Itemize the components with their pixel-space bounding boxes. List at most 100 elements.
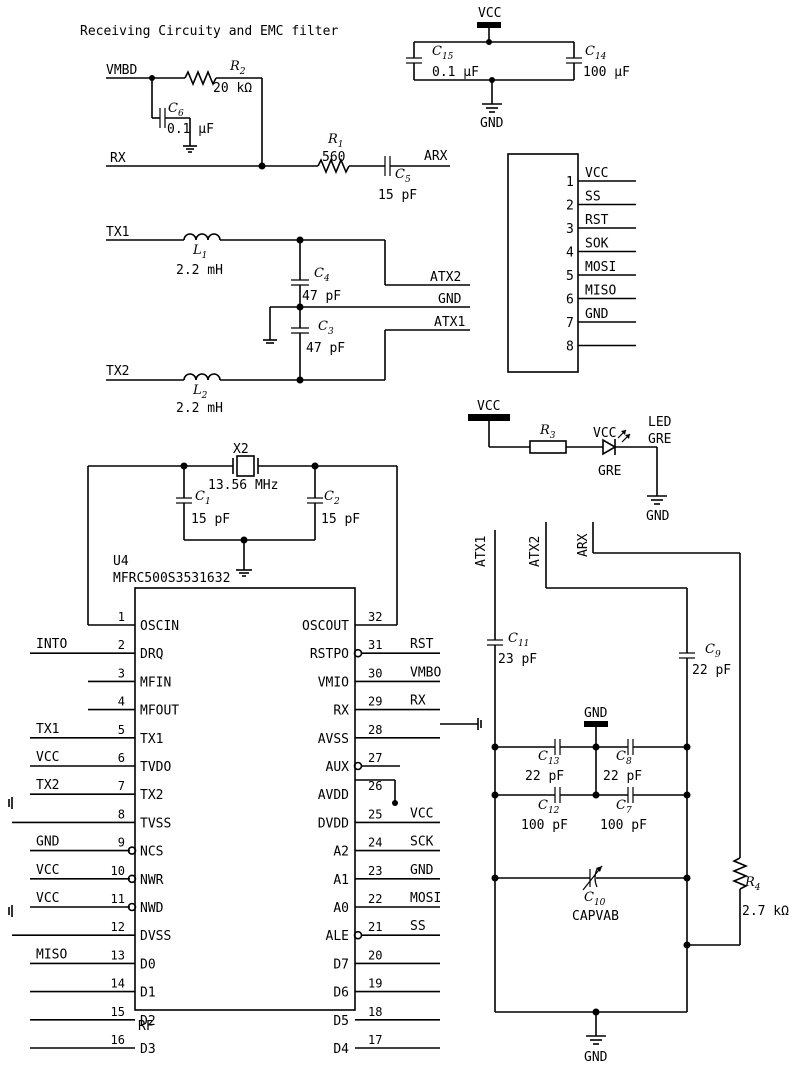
net-label-gnd-mid: GND <box>438 292 462 307</box>
chip-pin-name: NWR <box>140 873 164 888</box>
chip-pin-net: INTO <box>36 637 67 652</box>
chip-pin-number: 31 <box>368 638 382 652</box>
power-decoupling: VCC GND C15 0.1 μF C14 100 μF <box>406 6 630 131</box>
chip-pin-name: AVSS <box>318 732 349 747</box>
net-label-atx1: ATX1 <box>434 315 465 330</box>
chip-pin-name: AVDD <box>318 788 349 803</box>
c1-ref: C1 <box>195 489 211 507</box>
c5-ref: C5 <box>395 167 411 185</box>
gnd-label-match: GND <box>584 706 608 721</box>
chip-pin-net: MISO <box>36 947 67 962</box>
c5-value: 15 pF <box>378 188 417 203</box>
chip-pin-name: DRQ <box>140 647 164 662</box>
chip-pin-number: 10 <box>111 864 125 878</box>
chip-pin-name: D3 <box>140 1042 156 1057</box>
chip-u4: U4 MFRC500S3531632 RF 1OSCIN2DRQINTO3MFI… <box>8 554 482 1057</box>
chip-pin-name: TX2 <box>140 788 163 803</box>
chip-pin-name: TVDO <box>140 760 171 775</box>
l1-value: 2.2 mH <box>176 263 223 278</box>
r2-ref: R2 <box>229 59 246 77</box>
vcc-label-led: VCC <box>477 399 500 414</box>
chip-pin-number: 25 <box>368 807 382 821</box>
chip-pin-name: RX <box>333 704 349 719</box>
c4-ref: C4 <box>314 266 330 284</box>
vcc-label-top: VCC <box>478 6 501 21</box>
chip-pin-name: DVDD <box>318 816 349 831</box>
led-net-label: GRE <box>648 432 671 447</box>
chip-pin-net: TX1 <box>36 722 59 737</box>
c2-ref: C2 <box>324 489 340 507</box>
chip-pin-number: 12 <box>111 920 125 934</box>
chip-pin-number: 23 <box>368 864 382 878</box>
c10-ref: C10 <box>584 890 606 908</box>
c6-value: 0.1 μF <box>167 122 214 137</box>
r4-value: 2.7 kΩ <box>742 904 789 919</box>
crystal-x2 <box>236 455 255 477</box>
gnd-label-led: GND <box>646 509 670 524</box>
net-label-rx: RX <box>110 151 126 166</box>
chip-pin-net: VCC <box>410 806 433 821</box>
connector-pin-number: 7 <box>566 316 574 331</box>
net-label-tx2: TX2 <box>106 364 129 379</box>
led-diode <box>602 438 617 456</box>
c8-value: 22 pF <box>603 769 642 784</box>
chip-pin-net: GND <box>36 835 60 850</box>
c9-ref: C9 <box>705 642 721 660</box>
led-vcc-label: VCC <box>593 426 616 441</box>
connector-pin-label: MOSI <box>585 260 616 275</box>
chip-pin-net: VCC <box>36 891 59 906</box>
chip-pin-number: 21 <box>368 920 382 934</box>
connector-pin-label: SOK <box>585 237 609 252</box>
rx-filter-section: VMBD R2 20 kΩ C6 0.1 μF RX R1 560 ARX <box>106 59 450 203</box>
l2-value: 2.2 mH <box>176 401 223 416</box>
chip-pin-number: 5 <box>118 723 125 737</box>
connector-pin-number: 1 <box>566 175 574 190</box>
c3-ref: C3 <box>318 319 334 337</box>
chip-pin-name: D0 <box>140 957 156 972</box>
c15-value: 0.1 μF <box>432 65 479 80</box>
c2-value: 15 pF <box>321 512 360 527</box>
chip-pin-number: 24 <box>368 836 382 850</box>
chip-pin-name: NWD <box>140 901 164 916</box>
connector-pin-number: 4 <box>566 246 574 261</box>
connector-pin-number: 5 <box>566 269 574 284</box>
c4-value: 47 pF <box>302 289 341 304</box>
resistor-r3 <box>529 440 567 454</box>
c6-ref: C6 <box>168 101 184 119</box>
chip-pin-name: MFOUT <box>140 704 179 719</box>
led-label: LED <box>648 415 672 430</box>
gnd-label-bottom: GND <box>584 1050 608 1065</box>
chip-pin-name: NCS <box>140 845 163 860</box>
chip-pin-number: 7 <box>118 779 125 793</box>
chip-pin-name: MFIN <box>140 675 171 690</box>
connector-pin-label: SS <box>585 190 601 205</box>
chip-pin-number: 20 <box>368 948 382 962</box>
chip-pin-name: TVSS <box>140 816 171 831</box>
chip-pin-net: GND <box>410 863 434 878</box>
connector-pin-label: RST <box>585 213 609 228</box>
chip-pin-number: 1 <box>118 610 125 624</box>
connector-pin-label: GND <box>585 307 609 322</box>
chip-pin-number: 22 <box>368 892 382 906</box>
chip-pin-number: 26 <box>368 779 382 793</box>
chip-pin-name: D2 <box>140 1014 156 1029</box>
c12-value: 100 pF <box>521 818 568 833</box>
c11-ref: C11 <box>508 631 529 649</box>
chip-pin-name: D6 <box>333 986 349 1001</box>
chip-pin-number: 30 <box>368 666 382 680</box>
c1-value: 15 pF <box>191 512 230 527</box>
antenna-matching: ATX1 ATX2 ARX C11 23 pF C9 22 pF R4 2.7 … <box>474 522 789 1065</box>
chip-pin-name: D1 <box>140 986 156 1001</box>
chip-pin-name: OSCOUT <box>302 619 349 634</box>
chip-pin-net: VCC <box>36 863 59 878</box>
atx1-vert-label: ATX1 <box>474 536 489 567</box>
c12-ref: C12 <box>538 798 560 816</box>
chip-pin-name: TX1 <box>140 732 163 747</box>
connector-pin-number: 8 <box>566 340 574 355</box>
chip-pin-number: 6 <box>118 751 125 765</box>
c13-value: 22 pF <box>525 769 564 784</box>
x2-ref: X2 <box>233 442 249 457</box>
arx-vert-label: ARX <box>576 533 591 557</box>
chip-pin-net: RST <box>410 637 434 652</box>
